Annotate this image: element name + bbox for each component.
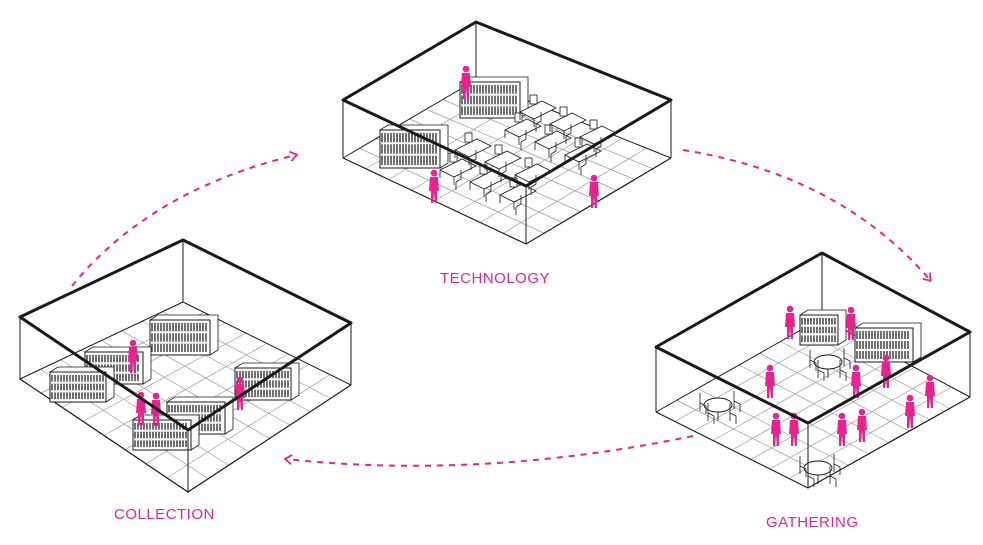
round-table	[799, 454, 841, 487]
room-gathering	[654, 251, 972, 489]
person-figure	[905, 394, 915, 428]
room-collection	[18, 238, 353, 493]
round-table	[809, 348, 851, 381]
bookshelf	[854, 322, 922, 363]
computer-desk	[519, 94, 557, 132]
bookshelf	[379, 124, 449, 169]
room-technology	[341, 20, 673, 245]
person-figure	[461, 65, 471, 99]
round-table	[699, 391, 741, 424]
bookshelf	[49, 366, 115, 403]
gathering-label: GATHERING	[766, 514, 859, 531]
technology-label: TECHNOLOGY	[440, 270, 551, 287]
ceiling-outline	[18, 238, 353, 432]
person-figure	[128, 339, 138, 373]
bookshelf	[799, 309, 847, 346]
person-figure	[851, 364, 861, 398]
person-figure	[837, 412, 847, 446]
bookshelf	[149, 314, 219, 356]
person-figure	[771, 412, 781, 446]
arrow-technology-to-gathering	[682, 149, 930, 280]
arrow-collection-to-technology	[71, 155, 296, 287]
ceiling-outline	[341, 20, 673, 188]
computer-desk	[504, 112, 542, 150]
bookshelf	[459, 76, 529, 119]
person-figure	[589, 174, 599, 208]
arrow-gathering-to-collection	[286, 435, 694, 467]
ceiling-outline	[654, 251, 972, 425]
person-figure	[765, 364, 775, 398]
person-figure	[785, 305, 795, 339]
collection-label: COLLECTION	[114, 506, 215, 523]
person-figure	[857, 408, 867, 442]
floor-grid	[674, 327, 952, 479]
back-wall-lines	[655, 253, 971, 413]
person-figure	[925, 374, 935, 408]
computer-desk	[549, 106, 587, 144]
person-figure	[429, 169, 439, 203]
computer-desk	[534, 124, 572, 162]
computer-desk	[499, 177, 537, 215]
person-figure	[136, 391, 146, 425]
person-figure	[846, 306, 856, 340]
computer-desk	[454, 132, 492, 170]
